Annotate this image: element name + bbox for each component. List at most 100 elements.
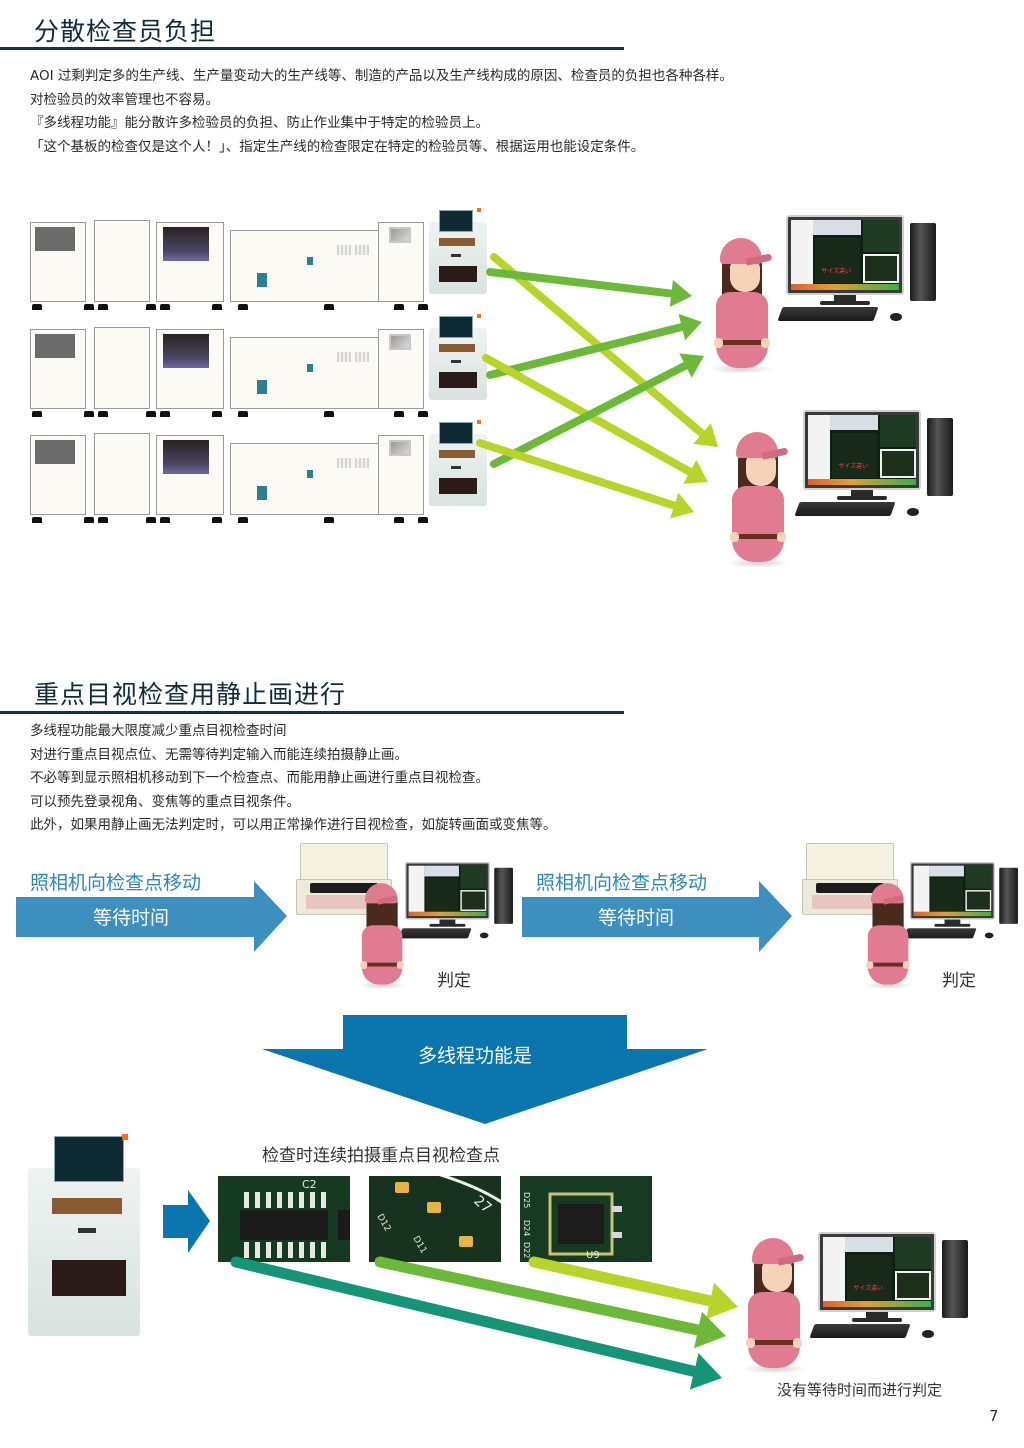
- screen-printer: [30, 329, 86, 409]
- aoi-machine-large: [28, 1134, 140, 1350]
- machine-foot: [394, 517, 404, 523]
- inspector-figure-2: [722, 428, 794, 568]
- spi-machine: [94, 327, 150, 409]
- machine-part: [355, 352, 369, 362]
- multithread-arrow-shape: [262, 1015, 708, 1124]
- machine-foot: [418, 411, 428, 417]
- chip-mounter: [156, 435, 224, 515]
- silkscreen-label: U9: [586, 1250, 600, 1261]
- silkscreen-label: D22: [522, 1242, 531, 1258]
- machine-foot: [238, 517, 248, 523]
- machine-part: [307, 470, 313, 478]
- machine-foot: [32, 411, 42, 417]
- ic-pin: [244, 1192, 249, 1208]
- judgement-label: 判定: [437, 971, 471, 991]
- ic-pin: [288, 1192, 293, 1208]
- ic-pin: [266, 1242, 271, 1258]
- machine-foot: [160, 517, 170, 523]
- machine-part: [337, 458, 351, 468]
- aoi-machine-3: [429, 420, 487, 512]
- multithread-label: 多线程功能是: [418, 1045, 533, 1067]
- inspection-workstation: [392, 862, 522, 948]
- machine-part: [337, 245, 351, 255]
- machine-foot: [84, 304, 94, 310]
- machine-foot: [32, 517, 42, 523]
- chip-mounter: [156, 222, 224, 302]
- pc-tower-icon: [927, 418, 953, 496]
- mouse-icon: [907, 508, 919, 516]
- arrow-line2-to-inspector1: [486, 313, 702, 379]
- flow-step-caption: 照相机向检查点移动: [536, 872, 708, 894]
- blue-chevron-arrow: [163, 1190, 210, 1253]
- machine-foot: [160, 304, 170, 310]
- paragraph-line: 『多线程功能』能分散许多检验员的负担、防止作业集中于特定的检验员上。: [30, 115, 489, 131]
- machine-foot: [212, 304, 222, 310]
- silkscreen-label: C2: [302, 1178, 317, 1191]
- monitor-icon: サイズ違い: [786, 215, 904, 295]
- paragraph-line: 对进行重点目视点位、无需等待判定输入而能连续拍摄静止画。: [30, 746, 408, 763]
- monitor-overlay-text: サイズ違い: [838, 462, 869, 470]
- machine-foot: [98, 411, 108, 417]
- page-number: 7: [989, 1407, 999, 1425]
- reflow-oven: [230, 337, 402, 409]
- arrow-photo3-to-inspector: [528, 1256, 738, 1320]
- machine-part: [307, 364, 313, 372]
- pc-tower-icon: [910, 223, 936, 301]
- paragraph-line: 此外，如果用静止画无法判定时，可以用正常操作进行目视检查，如旋转画面或变焦等。: [30, 817, 557, 833]
- pcb-photo-regulator: D25 D24 D22 U9: [520, 1176, 652, 1262]
- monitor-icon: [389, 440, 411, 456]
- wait-time-arrow-shape: [522, 881, 792, 952]
- photos-caption: 检查时连续拍摄重点目视检查点: [262, 1146, 500, 1166]
- judgement-label: 判定: [942, 971, 976, 991]
- flow-step-caption: 照相机向检查点移动: [30, 872, 202, 894]
- machine-foot: [84, 411, 94, 417]
- ic-pin: [310, 1242, 315, 1258]
- screen-printer: [30, 435, 86, 515]
- aoi-machine-1: [429, 208, 487, 300]
- ic-pin: [277, 1192, 282, 1208]
- paragraph-line: AOI 过剩判定多的生产线、生产量变动大的生产线等、制造的产品以及生产线构成的原…: [30, 68, 733, 84]
- ic-pin: [321, 1192, 326, 1208]
- machine-foot: [212, 411, 222, 417]
- monitor-overlay-text: サイズ違い: [853, 1284, 884, 1292]
- paragraph-line: 可以预先登录视角、变焦等的重点目视条件。: [30, 793, 300, 810]
- machine-foot: [324, 304, 334, 310]
- monitor-icon: [389, 334, 411, 350]
- inspector-figure-1: [706, 234, 778, 374]
- machine-foot: [146, 517, 156, 523]
- mouse-icon: [890, 313, 902, 321]
- spi-machine: [94, 220, 150, 302]
- silkscreen-label: D25: [522, 1192, 531, 1208]
- inspection-workstation-2: サイズ違い: [785, 410, 965, 530]
- machine-foot: [324, 517, 334, 523]
- machine-foot: [394, 304, 404, 310]
- machine-part: [257, 486, 267, 500]
- section-title-still-image-inspection: 重点目视检查用静止画进行: [34, 680, 347, 709]
- pcb-photo-ic: C2: [218, 1176, 350, 1262]
- ic-pin: [299, 1192, 304, 1208]
- inspection-cabinet: [378, 435, 424, 515]
- ic-pin: [255, 1192, 260, 1208]
- machine-part: [355, 245, 369, 255]
- machine-foot: [32, 304, 42, 310]
- production-line-1: [28, 210, 488, 310]
- ic-pin: [288, 1242, 293, 1258]
- machine-part: [163, 227, 209, 261]
- wait-time-label: 等待时间: [598, 907, 675, 929]
- machine-part: [257, 380, 267, 394]
- section1-description: AOI 过剩判定多的生产线、生产量变动大的生产线等、制造的产品以及生产线构成的原…: [30, 65, 733, 159]
- inspector-figure: [860, 880, 916, 990]
- machine-foot: [394, 411, 404, 417]
- arrow-photo1-to-inspector: [230, 1256, 722, 1390]
- inspection-workstation-1: サイズ違い: [768, 215, 948, 335]
- final-caption: 没有等待时间而进行判定: [777, 1381, 943, 1399]
- machine-part: [257, 273, 267, 287]
- aoi-machine-2: [429, 314, 487, 406]
- paragraph-line: 多线程功能最大限度减少重点目视检查时间: [30, 723, 287, 739]
- production-line-3: [28, 423, 488, 523]
